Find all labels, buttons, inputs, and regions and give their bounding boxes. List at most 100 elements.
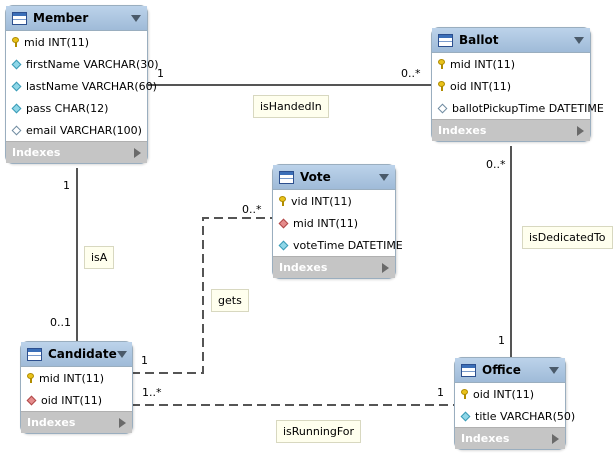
indexes-label: Indexes (12, 146, 61, 159)
column-label: oid INT(11) (450, 79, 512, 93)
nullable-attribute-icon (437, 103, 448, 113)
column-row[interactable]: oid INT(11) (21, 389, 132, 411)
attribute-icon (11, 81, 22, 91)
expand-arrow-icon[interactable] (577, 125, 584, 136)
chevron-down-icon[interactable] (116, 350, 127, 358)
primary-key-icon (27, 373, 34, 383)
primary-key-icon (438, 59, 445, 69)
column-row[interactable]: title VARCHAR(50) (455, 405, 575, 427)
foreign-key-icon (278, 218, 289, 228)
expand-arrow-icon[interactable] (382, 262, 389, 273)
column-label: mid INT(11) (39, 371, 105, 385)
column-label: mid INT(11) (24, 35, 90, 49)
column-label: vid INT(11) (291, 194, 352, 208)
primary-key-icon (12, 37, 19, 47)
cardinality-office-isdedicatedto: 1 (498, 334, 505, 347)
indexes-label: Indexes (461, 432, 510, 445)
indexes-bar[interactable]: Indexes (273, 256, 395, 278)
entity-ballot[interactable]: Ballot mid INT(11) oid INT(11) ballotPic… (431, 27, 604, 142)
chevron-down-icon[interactable] (549, 366, 559, 374)
entity-office[interactable]: Office oid INT(11) title VARCHAR(50) Ind… (454, 357, 575, 450)
indexes-label: Indexes (438, 124, 487, 137)
cardinality-ballot-isdedicatedto: 0..* (486, 158, 506, 171)
entity-header[interactable]: Member (6, 6, 147, 31)
expand-arrow-icon[interactable] (119, 417, 126, 428)
entity-title: Office (482, 363, 521, 377)
chevron-down-icon[interactable] (131, 14, 141, 22)
column-row[interactable]: firstName VARCHAR(30) (6, 53, 159, 75)
indexes-label: Indexes (27, 416, 76, 429)
cardinality-member-isa: 1 (63, 179, 70, 192)
indexes-bar[interactable]: Indexes (21, 411, 132, 433)
primary-key-icon (461, 389, 468, 399)
attribute-icon (11, 59, 22, 69)
table-icon (12, 11, 27, 25)
column-row[interactable]: email VARCHAR(100) (6, 119, 147, 141)
column-row[interactable]: mid INT(11) (21, 367, 132, 389)
entity-title: Member (33, 11, 89, 25)
entity-header[interactable]: Office (455, 358, 565, 383)
foreign-key-icon (26, 395, 37, 405)
attribute-icon (11, 103, 22, 113)
expand-arrow-icon[interactable] (134, 147, 141, 158)
column-label: lastName VARCHAR(60) (26, 79, 157, 93)
column-label: mid INT(11) (293, 216, 359, 230)
column-label: title VARCHAR(50) (475, 409, 576, 423)
relationship-label-isRunningFor[interactable]: isRunningFor (276, 420, 362, 443)
column-row[interactable]: mid INT(11) (6, 31, 147, 53)
entity-candidate[interactable]: Candidate mid INT(11) oid INT(11) Indexe… (20, 341, 133, 434)
expand-arrow-icon[interactable] (552, 433, 559, 444)
attribute-icon (460, 411, 471, 421)
table-icon (461, 363, 476, 377)
column-label: firstName VARCHAR(30) (26, 57, 159, 71)
table-icon (438, 33, 453, 47)
column-label: email VARCHAR(100) (26, 123, 142, 137)
column-label: oid INT(11) (473, 387, 535, 401)
entity-header[interactable]: Candidate (21, 342, 132, 367)
column-label: oid INT(11) (41, 393, 103, 407)
entity-header[interactable]: Ballot (432, 28, 590, 53)
column-row[interactable]: pass CHAR(12) (6, 97, 147, 119)
column-row[interactable]: lastName VARCHAR(60) (6, 75, 157, 97)
cardinality-vote-gets: 0..* (242, 203, 262, 216)
relationship-label-gets[interactable]: gets (211, 289, 249, 312)
relationship-label-isA[interactable]: isA (84, 246, 115, 269)
indexes-bar[interactable]: Indexes (6, 141, 147, 163)
primary-key-icon (438, 81, 445, 91)
cardinality-office-isrunningfor: 1 (437, 386, 444, 399)
column-row[interactable]: mid INT(11) (273, 212, 395, 234)
chevron-down-icon[interactable] (379, 173, 389, 181)
indexes-bar[interactable]: Indexes (432, 119, 590, 141)
attribute-icon (278, 240, 289, 250)
entity-member[interactable]: Member mid INT(11) firstName VARCHAR(30)… (5, 5, 159, 164)
entity-title: Candidate (48, 347, 117, 361)
entity-header[interactable]: Vote (273, 165, 395, 190)
table-icon (27, 347, 42, 361)
relationship-label-isDedicatedTo[interactable]: isDedicatedTo (522, 226, 613, 249)
entity-title: Vote (300, 170, 331, 184)
column-label: mid INT(11) (450, 57, 516, 71)
cardinality-member-ishandedin: 1 (157, 67, 164, 80)
relationship-label-isHandedIn[interactable]: isHandedIn (253, 95, 329, 118)
cardinality-ballot-ishandedin: 0..* (401, 67, 421, 80)
entity-vote[interactable]: Vote vid INT(11) mid INT(11) voteTime DA… (272, 164, 403, 279)
nullable-attribute-icon (11, 125, 22, 135)
column-label: voteTime DATETIME (293, 238, 403, 252)
column-label: ballotPickupTime DATETIME (452, 101, 604, 115)
column-row[interactable]: ballotPickupTime DATETIME (432, 97, 604, 119)
indexes-label: Indexes (279, 261, 328, 274)
column-row[interactable]: oid INT(11) (455, 383, 565, 405)
column-row[interactable]: voteTime DATETIME (273, 234, 403, 256)
column-label: pass CHAR(12) (26, 101, 109, 115)
cardinality-candidate-isrunningfor: 1..* (142, 386, 162, 399)
chevron-down-icon[interactable] (574, 36, 584, 44)
column-row[interactable]: oid INT(11) (432, 75, 590, 97)
column-row[interactable]: vid INT(11) (273, 190, 395, 212)
indexes-bar[interactable]: Indexes (455, 427, 565, 449)
column-row[interactable]: mid INT(11) (432, 53, 590, 75)
cardinality-candidate-gets: 1 (141, 354, 148, 367)
entity-title: Ballot (459, 33, 499, 47)
cardinality-candidate-isa: 0..1 (50, 316, 71, 329)
primary-key-icon (279, 196, 286, 206)
